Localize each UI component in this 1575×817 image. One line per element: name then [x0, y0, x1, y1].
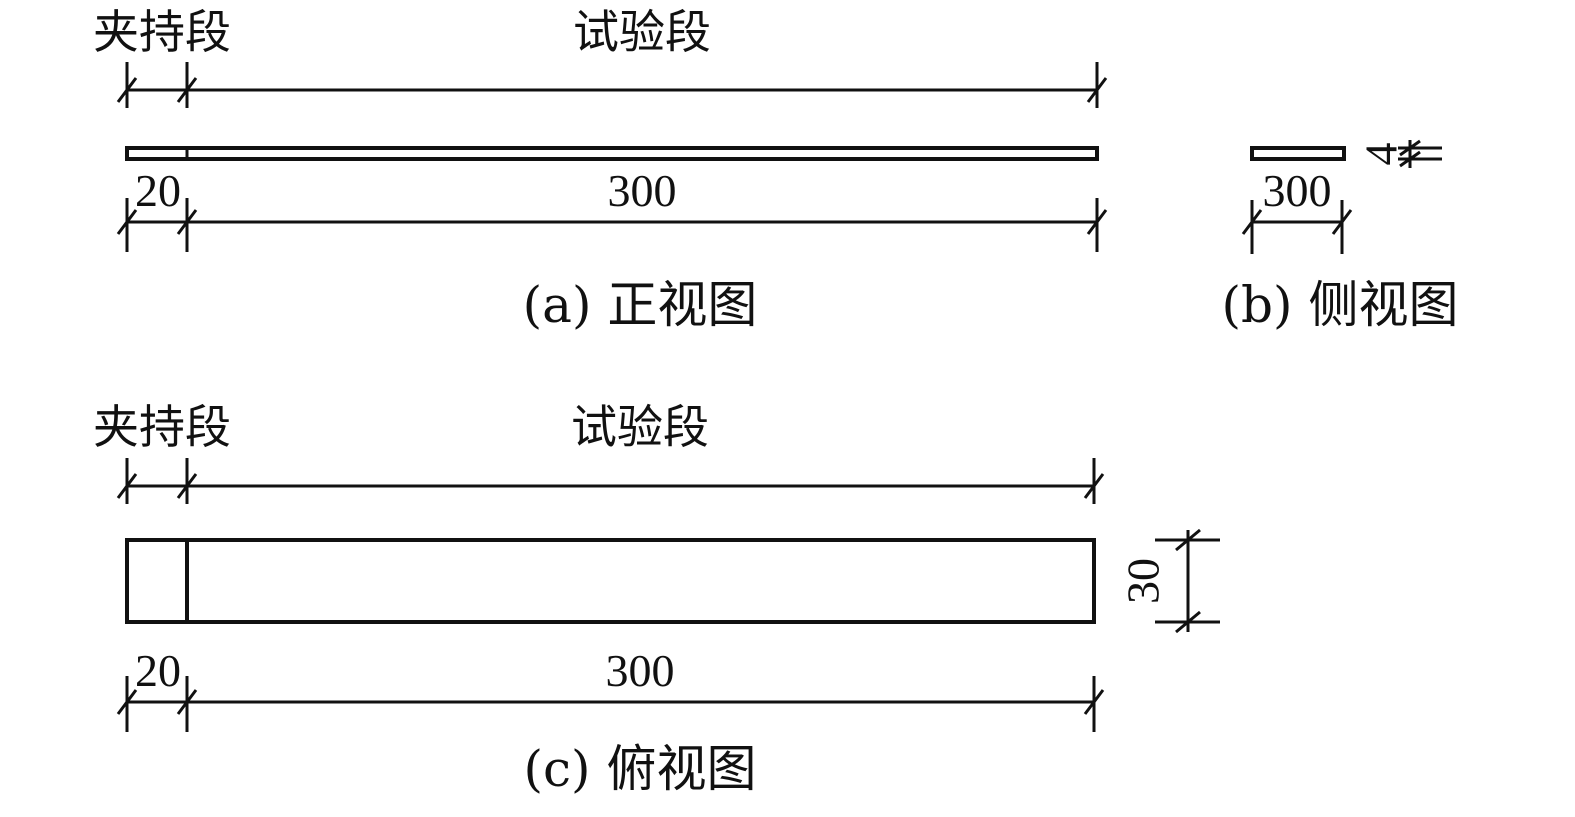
top-specimen-outline: [125, 538, 1096, 624]
side-view-caption: (b) 侧视图: [1222, 276, 1459, 334]
test-section-label: 试验段: [571, 400, 709, 454]
side-view: 4 300 (b) 侧视图: [1222, 139, 1459, 334]
clamp-length-dimension: 20: [135, 645, 181, 696]
front-view: 夹持段 试验段 20 300 (a) 正视图: [93, 5, 1108, 334]
clamp-section-label: 夹持段: [93, 400, 231, 454]
width-dimension: 30: [1118, 558, 1169, 604]
front-specimen-outline: [125, 146, 1099, 161]
bottom-dimension-line: [116, 676, 1105, 732]
side-dimension-line: [1241, 200, 1353, 254]
clamp-section-label: 夹持段: [93, 5, 231, 59]
width-dimension-line: [1155, 528, 1220, 634]
test-length-dimension: 300: [608, 165, 677, 216]
top-dimension-line: [116, 62, 1108, 108]
test-section-label: 试验段: [573, 5, 711, 59]
test-length-dimension: 300: [606, 645, 675, 696]
clamp-length-dimension: 20: [135, 165, 181, 216]
bottom-dimension-line: [116, 198, 1108, 252]
front-view-caption: (a) 正视图: [523, 276, 758, 334]
top-view: 夹持段 试验段 30 20 300 (c) 俯视图: [93, 400, 1220, 798]
top-dimension-line: [116, 458, 1105, 504]
thickness-dimension-line: [1398, 139, 1442, 168]
side-specimen-outline: [1250, 146, 1346, 161]
side-width-dimension: 300: [1263, 165, 1332, 216]
top-view-caption: (c) 俯视图: [524, 740, 757, 798]
thickness-dimension: 4: [1356, 143, 1407, 166]
